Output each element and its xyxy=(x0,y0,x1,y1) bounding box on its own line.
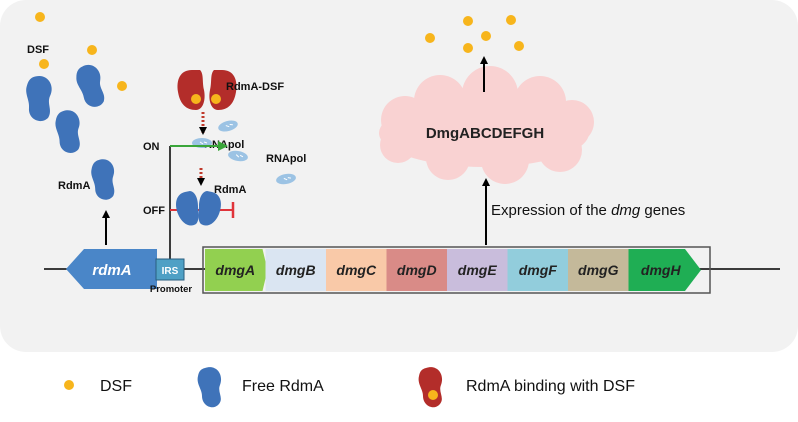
gene-block-dmgF xyxy=(507,249,568,291)
gene-label-dmgC: dmgC xyxy=(336,262,377,278)
cloud-label: DmgABCDEFGH xyxy=(426,125,544,142)
legend: DSF Free RdmA RdmA binding with DSF xyxy=(64,367,635,408)
legend-free-rdma-label: Free RdmA xyxy=(242,378,324,395)
gene-label-dmgE: dmgE xyxy=(458,262,498,278)
gene-label-dmgF: dmgF xyxy=(519,262,558,278)
gene-block-dmgC xyxy=(326,249,387,291)
rdma-dsf-complex xyxy=(177,70,237,110)
legend-bound-dsf-dot xyxy=(428,390,438,400)
promoter-label: Promoter xyxy=(150,284,193,295)
dsf-label: DSF xyxy=(27,44,49,56)
diagram-panel xyxy=(0,0,798,352)
rdma-bound-label: RdmA xyxy=(214,184,246,196)
legend-dsf-label: DSF xyxy=(100,378,132,395)
gene-block-dmgE xyxy=(447,249,508,291)
rnapol-right-label: RNApol xyxy=(266,153,306,165)
rdma-gene-shape xyxy=(66,249,157,289)
gene-block-dmgH xyxy=(628,249,701,291)
legend-binding-label: RdmA binding with DSF xyxy=(466,378,635,395)
off-label: OFF xyxy=(143,205,165,217)
rdma-dsf-label: RdmA-DSF xyxy=(226,81,284,93)
dsf-dots-free xyxy=(35,12,127,91)
dmg-gene-cluster: dmgA dmgB dmgC dmgD dmgE dmgF dmgG dmgH xyxy=(205,249,701,291)
dmg-operon-frame xyxy=(202,246,711,294)
legend-dsf-dot xyxy=(64,380,74,390)
expression-text: Expression of the dmg genes xyxy=(491,202,685,219)
irs-label: IRS xyxy=(162,266,179,277)
rdma-gene-label: rdmA xyxy=(92,262,131,279)
rdma-free-label: RdmA xyxy=(58,180,90,192)
gene-label-dmgG: dmgG xyxy=(578,262,619,278)
gene-label-dmgA: dmgA xyxy=(215,262,255,278)
gene-label-dmgD: dmgD xyxy=(397,262,437,278)
dmg-protein-cloud xyxy=(379,66,594,184)
dsf-dots-produced xyxy=(425,15,524,53)
legend-bound-rdma-icon xyxy=(418,367,443,408)
gene-block-dmgA xyxy=(205,249,268,291)
gene-block-dmgB xyxy=(265,249,326,291)
irs-box xyxy=(155,258,185,281)
gene-block-dmgG xyxy=(568,249,629,291)
gene-block-dmgD xyxy=(386,249,447,291)
legend-free-rdma-icon xyxy=(197,367,222,408)
gene-label-dmgB: dmgB xyxy=(276,262,316,278)
rdma-dimer-bound xyxy=(176,191,221,226)
on-label: ON xyxy=(143,141,160,153)
gene-label-dmgH: dmgH xyxy=(641,262,682,278)
